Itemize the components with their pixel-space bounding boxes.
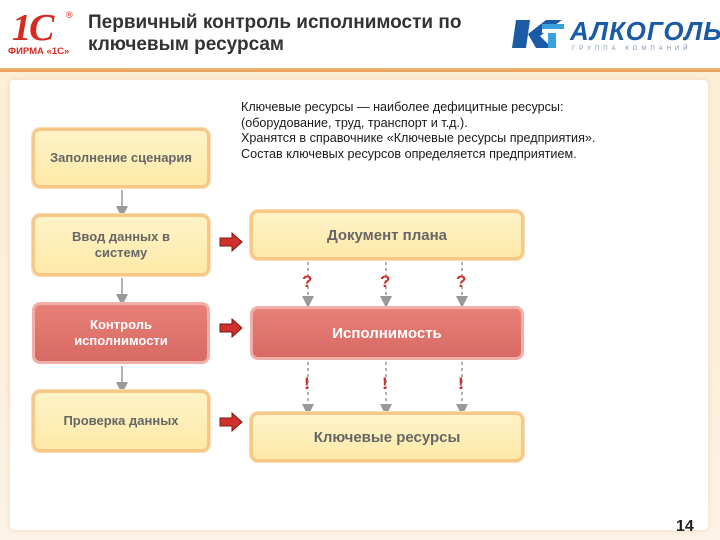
feasibility-label: Исполнимость bbox=[332, 324, 442, 342]
question-mark-1: ? bbox=[302, 272, 313, 291]
key-resources-description: Ключевые ресурсы — наиболее дефицитные р… bbox=[241, 100, 701, 162]
step-feasibility-control: Контроль исполнимости bbox=[32, 302, 210, 364]
exclamation-mark-1: ! bbox=[304, 374, 310, 393]
question-mark-3: ? bbox=[456, 272, 467, 291]
description-keyword: Ключевые ресурсы bbox=[241, 100, 354, 114]
key-resources-label: Ключевые ресурсы bbox=[313, 428, 461, 446]
red-arrow-3 bbox=[219, 411, 243, 433]
page-title: Первичный контроль исполнимости по ключе… bbox=[88, 12, 462, 55]
plan-document-label: Документ плана bbox=[326, 226, 448, 244]
red-arrow-1 bbox=[219, 231, 243, 253]
step-data-check-label: Проверка данных bbox=[63, 413, 179, 428]
description-line-1: Ключевые ресурсы — наиболее дефицитные р… bbox=[241, 100, 701, 116]
red-arrow-2 bbox=[219, 317, 243, 339]
exclamation-mark-2: ! bbox=[382, 374, 388, 393]
key-resources-box: Ключевые ресурсы bbox=[250, 412, 524, 462]
logo-1c: 1С ® ФИРМА «1С» bbox=[8, 6, 80, 62]
registered-mark: ® bbox=[66, 10, 73, 20]
step-fill-scenario: Заполнение сценария bbox=[32, 128, 210, 188]
step-fill-scenario-label: Заполнение сценария bbox=[50, 150, 192, 165]
description-line-3: Хранятся в справочнике «Ключевые ресурсы… bbox=[241, 131, 596, 145]
step-data-entry: Ввод данных в систему bbox=[32, 214, 210, 276]
plan-document-box: Документ плана bbox=[250, 210, 524, 260]
description-line-2: (оборудование, труд, транспорт и т.д.). bbox=[241, 115, 468, 130]
exclamation-mark-3: ! bbox=[458, 374, 464, 393]
page-number: 14 bbox=[676, 518, 694, 535]
logo-kt-alkogol: АЛКОГОЛЬ ГРУППА КОМПАНИЙ bbox=[512, 14, 720, 54]
header-divider bbox=[0, 68, 720, 72]
question-mark-2: ? bbox=[380, 272, 391, 291]
step-feasibility-control-label: Контроль исполнимости bbox=[74, 317, 168, 348]
step-data-entry-label: Ввод данных в систему bbox=[72, 229, 170, 260]
logo-kt-word: АЛКОГОЛЬ bbox=[570, 16, 720, 46]
description-line-4: Состав ключевых ресурсов определяется пр… bbox=[241, 146, 577, 161]
logo-kt-subtitle: ГРУППА КОМПАНИЙ bbox=[572, 46, 692, 52]
kt-logo-icon bbox=[512, 20, 564, 48]
logo-1c-firm-label: ФИРМА «1С» bbox=[8, 46, 70, 57]
step-data-check: Проверка данных bbox=[32, 390, 210, 452]
description-line-1-rest: — наиболее дефицитные ресурсы: bbox=[353, 100, 564, 114]
feasibility-box: Исполнимость bbox=[250, 306, 524, 360]
header: 1С ® ФИРМА «1С» Первичный контроль испол… bbox=[0, 0, 720, 68]
logo-1c-mark: 1С bbox=[12, 7, 54, 49]
